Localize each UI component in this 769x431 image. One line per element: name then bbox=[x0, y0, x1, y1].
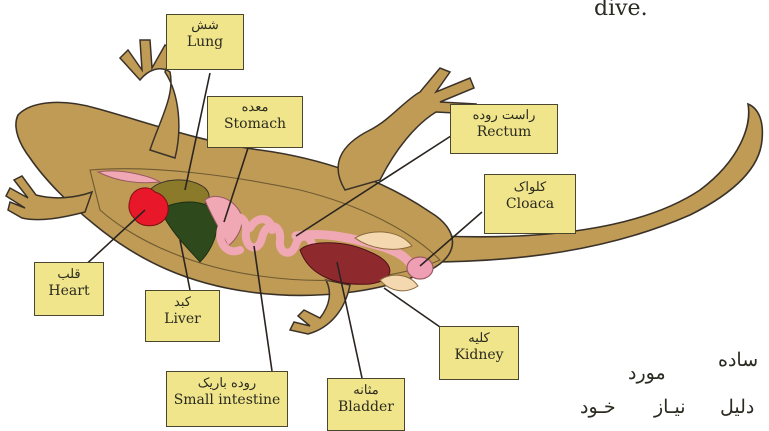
page-text-line1-word-b: مورد bbox=[628, 362, 666, 384]
page-text-line1-word-a: ساده bbox=[718, 349, 758, 371]
label-lung-fa: شش bbox=[167, 18, 243, 34]
page-text-line2-word-c: خـود bbox=[580, 396, 616, 418]
label-small-intestine-en: Small intestine bbox=[167, 392, 287, 410]
label-bladder-en: Bladder bbox=[328, 399, 404, 417]
label-rectum: راست روده Rectum bbox=[450, 104, 558, 154]
label-liver-fa: کبد bbox=[146, 295, 219, 311]
label-heart-en: Heart bbox=[35, 283, 103, 301]
page-text-line2-word-a: دلیل bbox=[720, 396, 754, 418]
label-bladder: مثانه Bladder bbox=[327, 378, 405, 431]
label-bladder-fa: مثانه bbox=[328, 383, 404, 399]
label-stomach-en: Stomach bbox=[208, 116, 302, 134]
label-small-intestine: روده باریک Small intestine bbox=[166, 371, 288, 427]
label-stomach: معده Stomach bbox=[207, 96, 303, 148]
label-cloaca-fa: کلواک bbox=[485, 180, 575, 196]
label-kidney-en: Kidney bbox=[440, 347, 518, 365]
label-heart: قلب Heart bbox=[34, 262, 104, 316]
label-cloaca: کلواک Cloaca bbox=[484, 174, 576, 234]
label-lung-en: Lung bbox=[167, 34, 243, 52]
label-liver: کبد Liver bbox=[145, 290, 220, 342]
page-text-line2-word-b: نیـاز bbox=[654, 396, 686, 418]
label-kidney-fa: کلیه bbox=[440, 331, 518, 347]
label-small-intestine-fa: روده باریک bbox=[167, 376, 287, 392]
label-kidney: کلیه Kidney bbox=[439, 326, 519, 380]
label-heart-fa: قلب bbox=[35, 267, 103, 283]
cloaca-organ bbox=[407, 257, 433, 279]
label-stomach-fa: معده bbox=[208, 100, 302, 116]
label-lung: شش Lung bbox=[166, 14, 244, 70]
page-text-top-fragment: dive. bbox=[594, 0, 648, 21]
label-rectum-en: Rectum bbox=[451, 124, 557, 142]
label-rectum-fa: راست روده bbox=[451, 108, 557, 124]
label-liver-en: Liver bbox=[146, 311, 219, 329]
label-cloaca-en: Cloaca bbox=[485, 196, 575, 214]
kidney-leader bbox=[384, 288, 440, 327]
